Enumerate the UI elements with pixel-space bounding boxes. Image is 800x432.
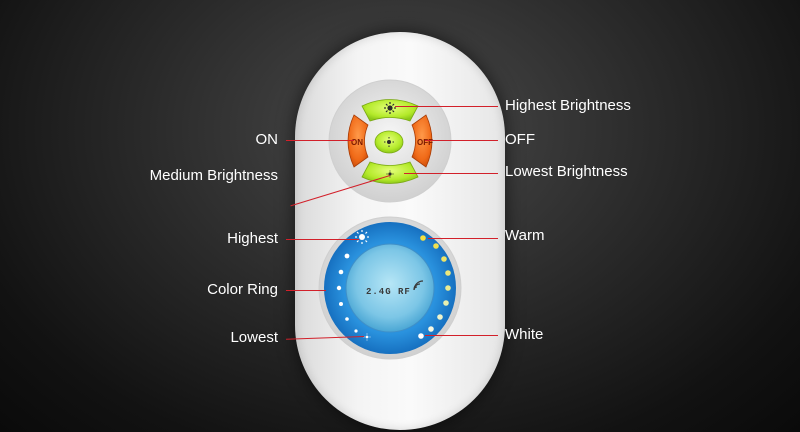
label-lowest-brightness: Lowest Brightness xyxy=(505,163,628,180)
callout-line-lowest-brightness xyxy=(404,173,498,174)
sun-highest-icon xyxy=(355,230,369,244)
callout-line-white xyxy=(425,335,498,336)
label-lowest: Lowest xyxy=(230,329,278,346)
callout-line-warm xyxy=(428,238,498,239)
medium-brightness-button[interactable] xyxy=(374,130,404,154)
label-highest: Highest xyxy=(227,230,278,247)
highest-brightness-button[interactable] xyxy=(361,99,419,122)
off-button[interactable]: OFF xyxy=(411,114,433,168)
label-color-ring: Color Ring xyxy=(207,281,278,298)
rf-label: 2.4G RF xyxy=(366,287,411,297)
callout-line-highest-brightness xyxy=(395,106,498,107)
wireless-signal-icon xyxy=(413,280,424,291)
label-medium-brightness: Medium Brightness xyxy=(149,167,278,184)
color-ring-touchpad[interactable] xyxy=(324,222,456,354)
callout-line-on xyxy=(286,140,354,141)
brightness-dots xyxy=(336,253,358,333)
label-highest-brightness: Highest Brightness xyxy=(505,97,631,114)
label-warm: Warm xyxy=(505,227,545,244)
callout-line-color-ring xyxy=(286,290,326,291)
on-button[interactable]: ON xyxy=(347,114,369,168)
off-button-label: OFF xyxy=(417,138,433,147)
on-button-label: ON xyxy=(351,138,363,147)
color-temperature-dots xyxy=(418,235,451,339)
label-off: OFF xyxy=(505,131,535,148)
label-white: White xyxy=(505,326,544,343)
callout-line-highest xyxy=(286,239,359,240)
sun-small-icon xyxy=(386,170,394,178)
label-on: ON xyxy=(255,131,279,148)
sun-medium-icon xyxy=(384,137,394,147)
callout-line-off xyxy=(425,140,498,141)
sun-large-icon xyxy=(384,102,396,114)
